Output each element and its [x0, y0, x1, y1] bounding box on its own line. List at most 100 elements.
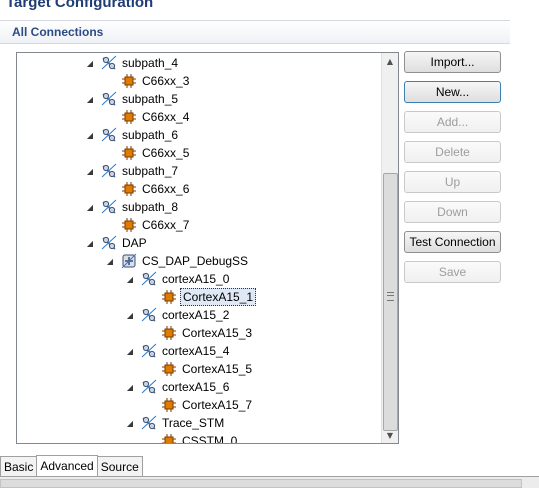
tree-item-label: DAP — [122, 236, 147, 250]
connection-path-icon — [101, 163, 117, 179]
tree-item[interactable]: ◢ Trace_STM — [125, 414, 226, 432]
section-header: All Connections — [0, 20, 510, 44]
tree-item[interactable]: C66xx_7 — [121, 216, 191, 234]
tree-item[interactable]: ◢ cortexA15_0 — [125, 270, 231, 288]
scroll-up-arrow-icon[interactable]: ▲ — [386, 56, 394, 66]
tree-expanded-icon[interactable]: ◢ — [126, 310, 134, 320]
connection-path-icon — [101, 235, 117, 251]
tree-expanded-icon[interactable]: ◢ — [86, 130, 94, 140]
cpu-core-icon — [121, 73, 137, 89]
tree-item-label: subpath_8 — [122, 200, 179, 214]
tree-expanded-icon[interactable]: ◢ — [126, 382, 134, 392]
grip-icon — [387, 292, 394, 301]
tree-expanded-icon[interactable]: ◢ — [126, 418, 134, 428]
tree-item-label: CortexA15_5 — [182, 362, 253, 376]
tree-item-label: Trace_STM — [162, 416, 225, 430]
tree-item-label: subpath_7 — [122, 164, 179, 178]
tree-item[interactable]: CortexA15_5 — [161, 360, 254, 378]
tree-expanded-icon[interactable]: ◢ — [126, 346, 134, 356]
connection-path-icon — [141, 307, 157, 323]
delete-button[interactable]: Delete — [404, 141, 501, 163]
tree-item[interactable]: ◢ CS_DAP_DebugSS — [105, 252, 250, 270]
tree-expanded-icon[interactable]: ◢ — [86, 202, 94, 212]
cpu-core-icon — [161, 325, 177, 341]
tree-item-label: cortexA15_0 — [162, 272, 230, 286]
connection-path-icon — [101, 55, 117, 71]
tree-item[interactable]: ◢ subpath_4 — [85, 54, 180, 72]
tree-item-label: CortexA15_1 — [180, 288, 257, 306]
tree-item[interactable]: C66xx_3 — [121, 72, 191, 90]
up-button[interactable]: Up — [404, 171, 501, 193]
tree-item[interactable]: CortexA15_7 — [161, 396, 254, 414]
test-connection-button[interactable]: Test Connection — [404, 231, 501, 253]
tree-item-label: cortexA15_4 — [162, 344, 230, 358]
tree-item[interactable]: ◢ cortexA15_6 — [125, 378, 231, 396]
tree-item[interactable]: CSSTM_0 — [161, 432, 239, 444]
tree-item-label: C66xx_5 — [142, 146, 190, 160]
tree-item[interactable]: ◢ subpath_8 — [85, 198, 180, 216]
tree-item-label: CortexA15_7 — [182, 398, 253, 412]
cpu-core-icon — [121, 145, 137, 161]
tree-item[interactable]: CortexA15_1 — [161, 288, 257, 306]
import-button[interactable]: Import... — [404, 51, 501, 73]
cpu-core-icon — [161, 433, 177, 443]
down-button[interactable]: Down — [404, 201, 501, 223]
tree-item-label: CortexA15_3 — [182, 326, 253, 340]
router-icon — [121, 253, 137, 269]
page-title: Target Configuration — [6, 0, 154, 11]
tree-item-label: subpath_5 — [122, 92, 179, 106]
tree-item[interactable]: ◢ subpath_7 — [85, 162, 180, 180]
connection-path-icon — [101, 199, 117, 215]
cpu-core-icon — [161, 397, 177, 413]
tree-expanded-icon[interactable]: ◢ — [126, 274, 134, 284]
tree-item[interactable]: C66xx_4 — [121, 108, 191, 126]
tree-item-label: C66xx_6 — [142, 182, 190, 196]
cpu-core-icon — [161, 361, 177, 377]
new-button[interactable]: New... — [404, 81, 501, 103]
add-button[interactable]: Add... — [404, 111, 501, 133]
tree-expanded-icon[interactable]: ◢ — [86, 94, 94, 104]
horizontal-scrollbar[interactable] — [0, 476, 539, 488]
section-title: All Connections — [12, 25, 104, 39]
tree-item[interactable]: ◢ cortexA15_4 — [125, 342, 231, 360]
save-button[interactable]: Save — [404, 261, 501, 283]
tree-expanded-icon[interactable]: ◢ — [86, 238, 94, 248]
tree-item-label: CS_DAP_DebugSS — [142, 254, 249, 268]
vertical-scrollbar[interactable]: ▲ ▼ — [381, 53, 398, 443]
tree-item[interactable]: ◢ cortexA15_2 — [125, 306, 231, 324]
scroll-down-arrow-icon[interactable]: ▼ — [386, 430, 394, 440]
tree-item-label: cortexA15_2 — [162, 308, 230, 322]
tree-item[interactable]: ◢ subpath_5 — [85, 90, 180, 108]
tree-expanded-icon[interactable]: ◢ — [106, 256, 114, 266]
tab-advanced[interactable]: Advanced — [36, 455, 98, 476]
tree-item-label: CSSTM_0 — [182, 434, 238, 444]
connection-path-icon — [101, 127, 117, 143]
tree-item-label: C66xx_4 — [142, 110, 190, 124]
tree-item[interactable]: ◢ DAP — [85, 234, 149, 252]
tree-item-label: C66xx_7 — [142, 218, 190, 232]
scrollbar-thumb[interactable] — [383, 173, 398, 431]
cpu-core-icon — [121, 217, 137, 233]
tree-item-label: subpath_6 — [122, 128, 179, 142]
tree-item-label: C66xx_3 — [142, 74, 190, 88]
tab-basic[interactable]: Basic — [0, 456, 38, 476]
connection-path-icon — [141, 271, 157, 287]
tab-source[interactable]: Source — [96, 456, 143, 476]
connection-path-icon — [141, 415, 157, 431]
tree-item-label: subpath_4 — [122, 56, 179, 70]
connection-path-icon — [101, 91, 117, 107]
tree-item-label: cortexA15_6 — [162, 380, 230, 394]
tree-expanded-icon[interactable]: ◢ — [86, 58, 94, 68]
tree-item[interactable]: ◢ subpath_6 — [85, 126, 180, 144]
tree-expanded-icon[interactable]: ◢ — [86, 166, 94, 176]
tree-item[interactable]: C66xx_5 — [121, 144, 191, 162]
cpu-core-icon — [121, 181, 137, 197]
connection-path-icon — [141, 343, 157, 359]
cpu-core-icon — [121, 109, 137, 125]
cpu-core-icon — [161, 289, 177, 305]
tree-item[interactable]: C66xx_6 — [121, 180, 191, 198]
connection-path-icon — [141, 379, 157, 395]
tree-item[interactable]: CortexA15_3 — [161, 324, 254, 342]
